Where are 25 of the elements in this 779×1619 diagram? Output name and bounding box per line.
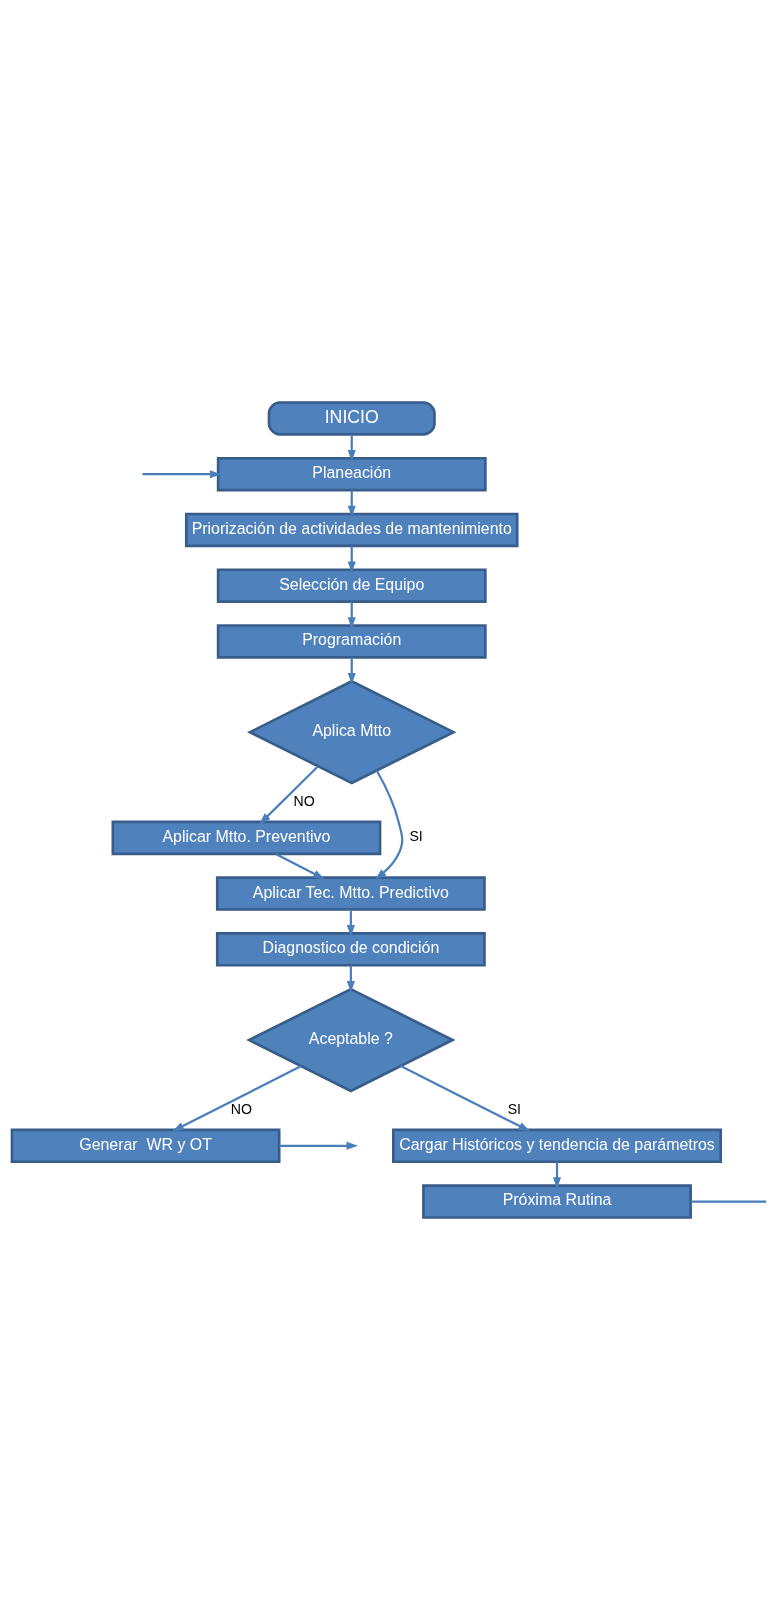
arrow	[275, 852, 325, 879]
node-diamond: Aceptable ?	[246, 987, 456, 1092]
node-box: Aplicar Tec. Mtto. Predictivo	[215, 875, 486, 911]
edge-label: SI	[507, 1100, 522, 1117]
connector	[690, 1199, 767, 1203]
node-box: Diagnostico de condición	[215, 931, 486, 967]
arrow	[400, 1064, 530, 1131]
arrow	[375, 769, 404, 880]
arrow	[259, 765, 319, 824]
edge-label: NO	[293, 792, 315, 809]
node-box: Aplicar Mtto. Preventivo	[111, 820, 382, 855]
node-box: Priorización de actividades de mantenimiento	[184, 512, 519, 547]
arrow	[279, 1141, 359, 1150]
edge-label: SI	[409, 827, 423, 844]
node-box: Generar WR y OT	[10, 1128, 281, 1163]
node-box: INICIO	[267, 400, 436, 436]
arrow	[172, 1064, 302, 1131]
node-box: Cargar Históricos y tendencia de parámetros	[392, 1128, 723, 1163]
node-box: Programación	[216, 623, 487, 659]
arrow	[142, 469, 222, 478]
node-box: Selección de Equipo	[216, 567, 487, 603]
node-diamond: Aplica Mtto	[247, 679, 457, 784]
node-box: Próxima Rutina	[422, 1183, 692, 1219]
edge-label: NO	[230, 1100, 252, 1117]
node-box: Planeación	[216, 456, 487, 491]
